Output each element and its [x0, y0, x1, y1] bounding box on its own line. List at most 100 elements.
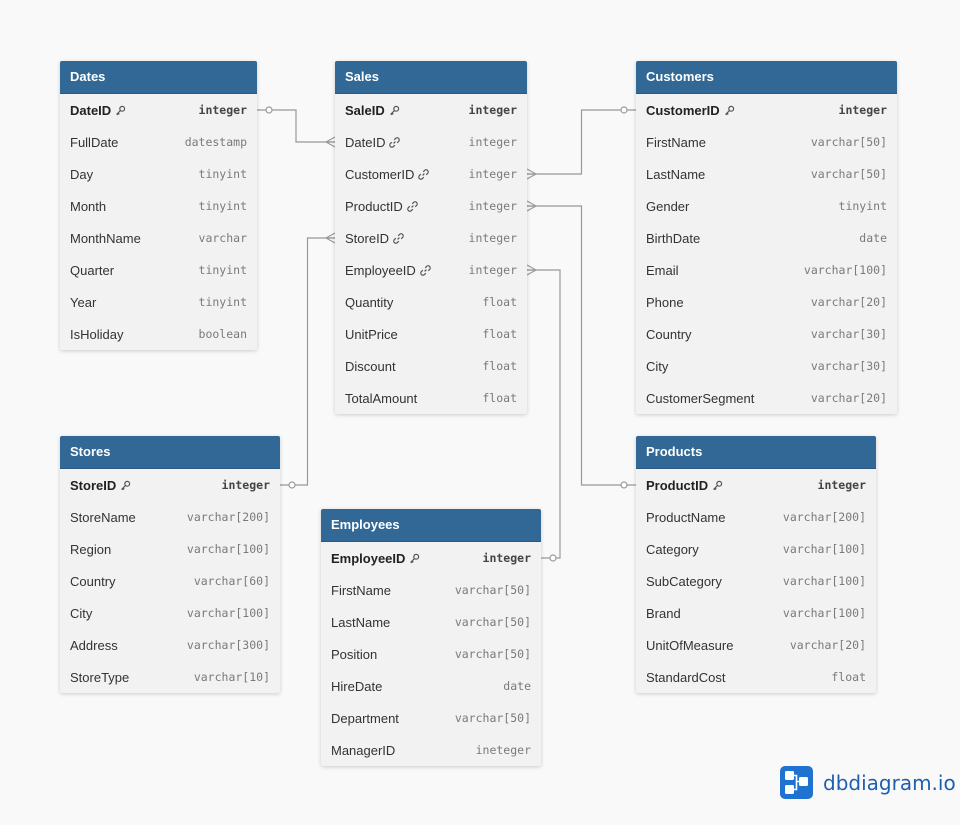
- field-type: varchar[50]: [454, 615, 531, 629]
- field-type: tinyint: [198, 199, 247, 213]
- field-name-group: UnitPrice: [345, 327, 398, 342]
- field-type: varchar[50]: [454, 647, 531, 661]
- field-name-group: City: [70, 606, 92, 621]
- table-header-stores[interactable]: Stores: [60, 436, 280, 469]
- field-type: varchar[50]: [810, 167, 887, 181]
- field-name-group: Month: [70, 199, 106, 214]
- field-type: integer: [468, 135, 517, 149]
- field-name-group: FirstName: [646, 135, 706, 150]
- table-header-products[interactable]: Products: [636, 436, 876, 469]
- field-dates-month[interactable]: Month tinyint: [60, 190, 257, 222]
- dbdiagram-logo[interactable]: dbdiagram.io: [780, 766, 956, 799]
- table-header-customers[interactable]: Customers: [636, 61, 897, 94]
- field-employees-position[interactable]: Position varchar[50]: [321, 638, 541, 670]
- rel-stores-sales-many-marker: [325, 232, 336, 244]
- field-type: varchar[100]: [186, 542, 270, 556]
- field-name-group: UnitOfMeasure: [646, 638, 733, 653]
- table-header-employees[interactable]: Employees: [321, 509, 541, 542]
- field-name-group: EmployeeID: [331, 551, 420, 566]
- field-name: LastName: [646, 166, 706, 182]
- table-header-dates[interactable]: Dates: [60, 61, 257, 94]
- field-name: StoreType: [70, 669, 130, 685]
- field-name-group: Position: [331, 647, 377, 662]
- field-type: integer: [468, 103, 517, 117]
- field-type: tinyint: [198, 295, 247, 309]
- field-customers-country[interactable]: Country varchar[30]: [636, 318, 897, 350]
- field-employees-last-name[interactable]: LastName varchar[50]: [321, 606, 541, 638]
- field-type: varchar[30]: [810, 327, 887, 341]
- link-icon: [420, 264, 431, 276]
- field-type: integer: [468, 231, 517, 245]
- rel-dates-sales-one-marker: [265, 106, 273, 114]
- field-type: varchar[30]: [810, 359, 887, 373]
- rel-stores-sales-one-marker: [288, 481, 296, 489]
- field-type: varchar[50]: [810, 135, 887, 149]
- field-name-group: HireDate: [331, 679, 382, 694]
- field-name-group: LastName: [331, 615, 390, 630]
- dbdiagram-logo-icon: [780, 766, 813, 799]
- field-name: HireDate: [331, 678, 383, 694]
- field-name: CustomerSegment: [646, 390, 755, 406]
- field-name-group: DateID: [345, 135, 401, 150]
- field-name: Discount: [345, 358, 396, 374]
- field-customers-last-name[interactable]: LastName varchar[50]: [636, 158, 897, 190]
- table-header-sales[interactable]: Sales: [335, 61, 527, 94]
- link-icon: [407, 200, 418, 212]
- field-type: float: [482, 391, 517, 405]
- field-customers-first-name[interactable]: FirstName varchar[50]: [636, 126, 897, 158]
- field-name: ProductName: [646, 509, 726, 525]
- field-name-group: Country: [646, 327, 692, 342]
- field-sales-date-id[interactable]: DateID integer: [335, 126, 527, 158]
- field-type: float: [482, 295, 517, 309]
- field-name-group: SubCategory: [646, 574, 722, 589]
